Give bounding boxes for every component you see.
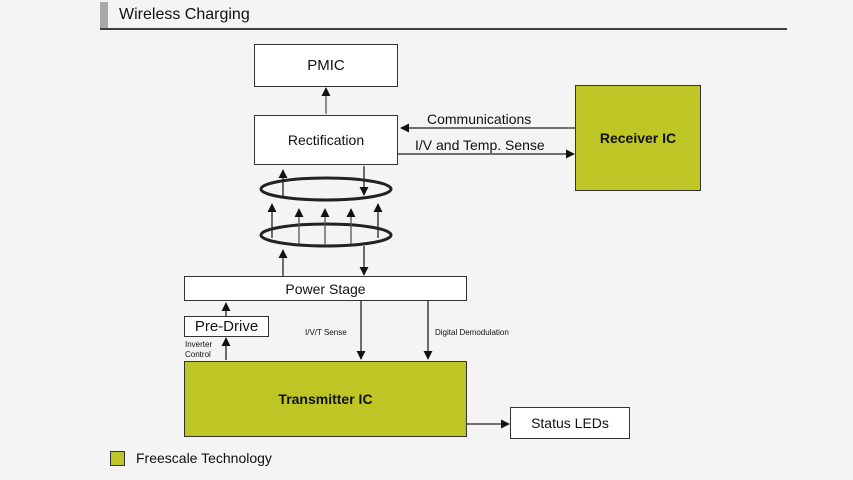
legend-swatch-icon <box>110 451 125 466</box>
pre-drive-block: Pre-Drive <box>184 316 269 337</box>
ivt-sense-label: I/V/T Sense <box>305 328 347 337</box>
transmitter-ic-block: Transmitter IC <box>184 361 467 437</box>
digital-demodulation-label: Digital Demodulation <box>435 328 509 337</box>
power-stage-block: Power Stage <box>184 276 467 301</box>
receiver-ic-block: Receiver IC <box>575 85 701 191</box>
title-accent-bar <box>100 2 108 29</box>
page-title: Wireless Charging <box>119 6 250 23</box>
iv-temp-sense-label: I/V and Temp. Sense <box>415 137 545 153</box>
inverter-label: Inverter <box>185 340 213 349</box>
pmic-block: PMIC <box>254 44 398 87</box>
legend-label: Freescale Technology <box>136 450 272 466</box>
status-leds-block: Status LEDs <box>510 407 630 439</box>
communications-label: Communications <box>427 111 532 127</box>
rectification-block: Rectification <box>254 115 398 165</box>
receiver-coil <box>259 176 393 202</box>
control-label: Control <box>185 350 211 359</box>
transmitter-coil <box>259 222 393 248</box>
title-divider <box>100 28 787 30</box>
